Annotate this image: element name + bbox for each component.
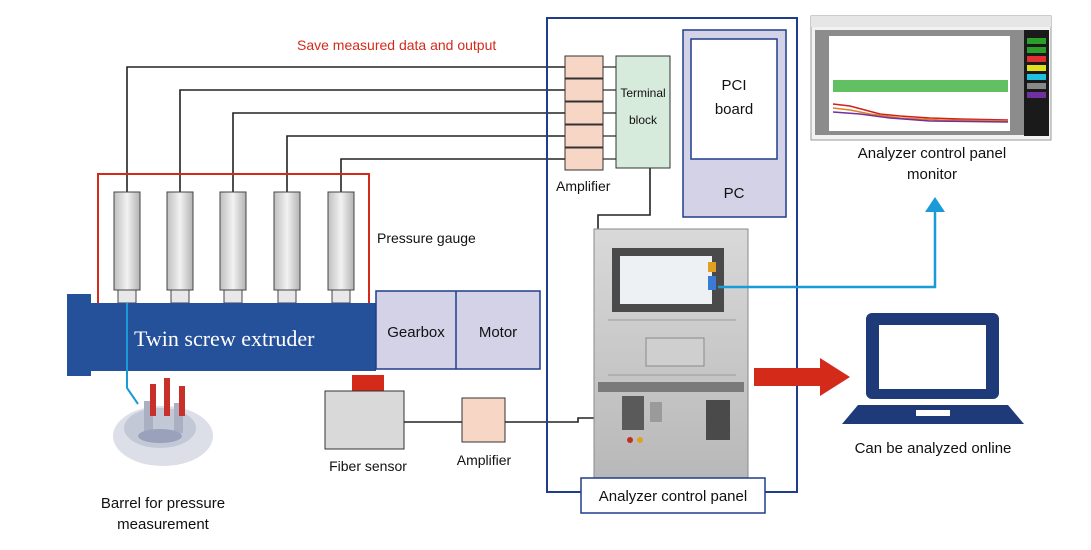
pci-label-line1: PCI [721,77,746,94]
terminal-label-line2: block [629,113,658,127]
panel-label: Analyzer control panel [599,488,747,505]
cabinet-to-monitor-line [718,210,937,289]
amplifier-box [564,78,604,102]
amplifier-stack [564,55,604,171]
control-cabinet [593,228,749,479]
terminal-label-line1: Terminal [620,86,665,100]
laptop-icon [842,313,1024,424]
monitor-screenshot [810,15,1052,141]
pressure-gauge [166,191,194,304]
terminal-block [615,55,671,169]
pressure-gauge-label: Pressure gauge [377,230,476,246]
pressure-gauge [219,191,247,304]
amplifier-bottom-box [461,397,506,443]
barrel-illustration [113,378,213,466]
monitor-label-line2: monitor [907,166,957,183]
online-arrow-head [820,358,850,396]
save-output-label: Save measured data and output [297,37,496,53]
fiber-sensor-label: Fiber sensor [329,458,407,474]
online-arrow-shaft [754,368,822,386]
gearbox-motor-box [375,290,541,370]
barrel-label-line1: Barrel for pressure [101,495,225,512]
pressure-gauges [113,191,355,304]
amplifier-box [564,101,604,125]
twin-screw-extruder [67,294,376,376]
gearbox-label: Gearbox [387,324,445,341]
pressure-gauge [327,191,355,304]
fiber-sensor [324,390,405,450]
extruder-label: Twin screw extruder [134,326,315,351]
amplifier-box [564,147,604,171]
amplifier-top-label: Amplifier [556,178,611,194]
amplifier-box [564,55,604,79]
motor-label: Motor [479,324,517,341]
online-label: Can be analyzed online [855,440,1012,457]
pressure-gauge [273,191,301,304]
barrel-cable [126,303,139,405]
monitor-label-line1: Analyzer control panel [858,145,1006,162]
pci-board [690,38,778,160]
amp-to-terminal-wires [603,66,616,160]
amplifier-box [564,124,604,148]
monitor-arrowhead [925,197,945,212]
pc-label: PC [724,185,745,202]
amplifier-bottom-label: Amplifier [457,452,512,468]
pci-label-line2: board [715,101,753,118]
fiber-sensor-mount [352,375,384,391]
barrel-label-line2: measurement [117,516,210,533]
panel-label-box [580,477,766,514]
pressure-gauge [113,191,141,304]
